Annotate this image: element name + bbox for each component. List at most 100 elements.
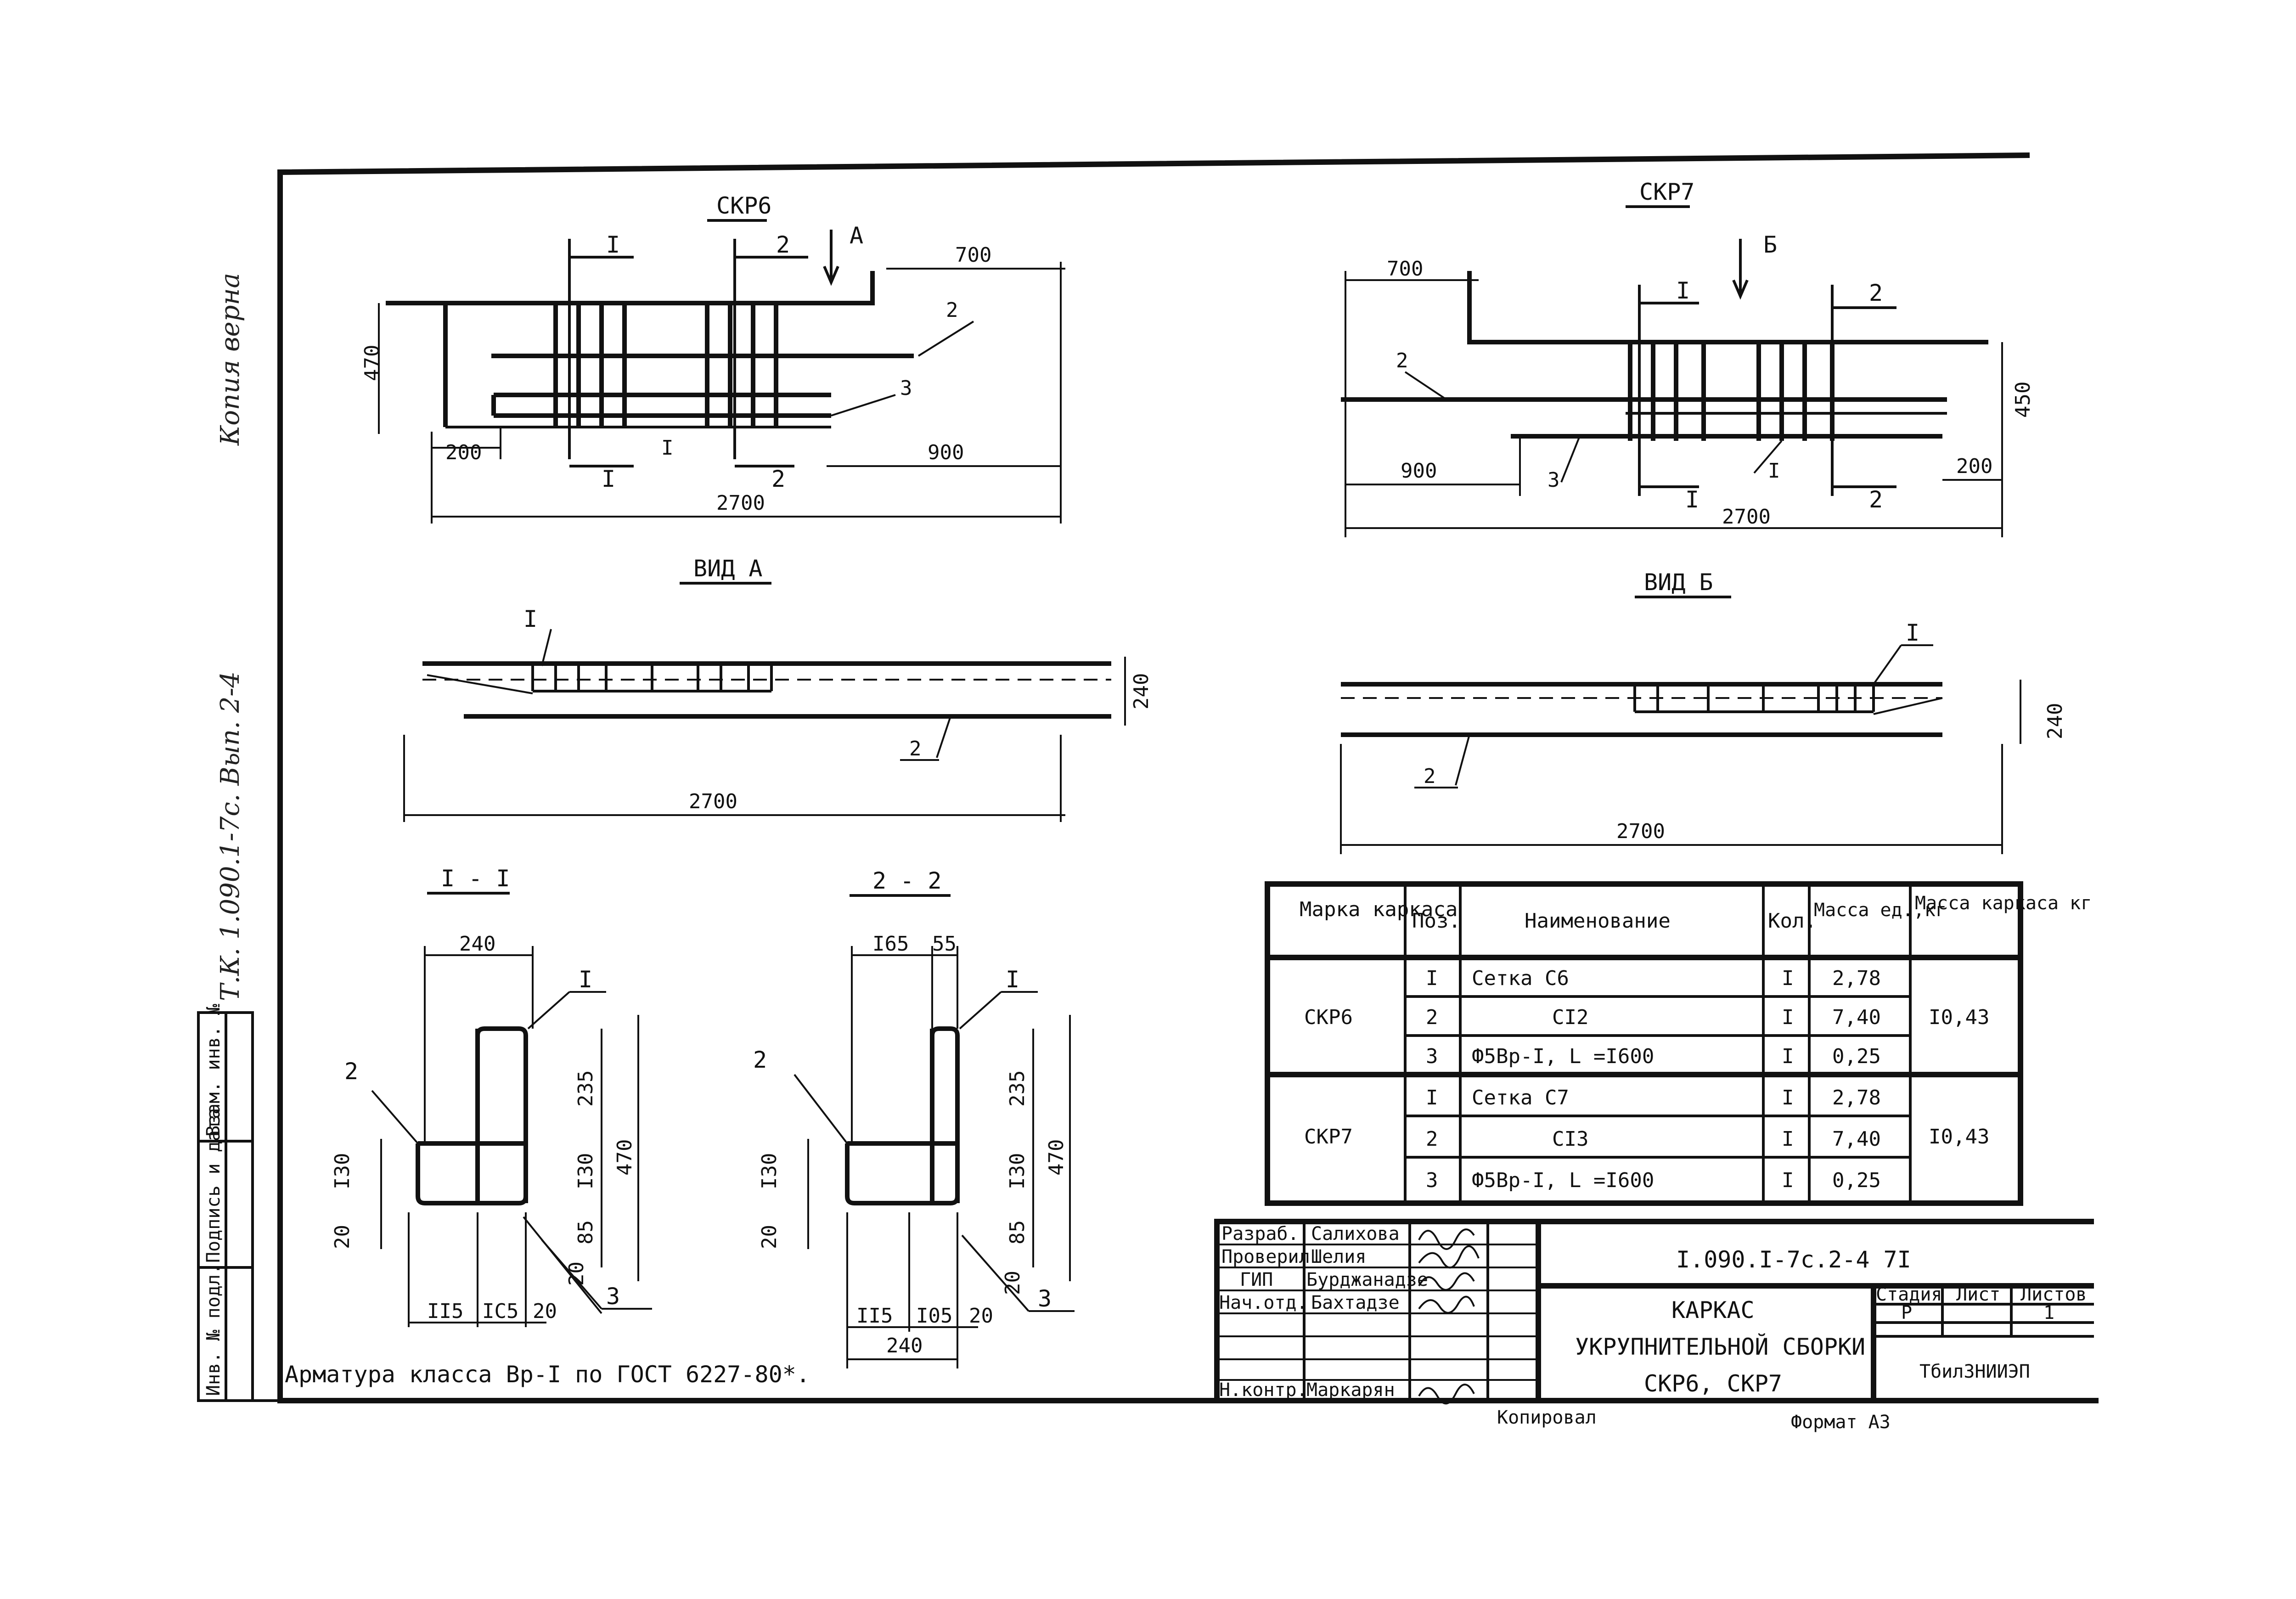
tb-stage-header: Стадия [1876,1284,1942,1305]
spec-group-1-mark: СКР6 [1304,1006,1353,1029]
skr6-elevation: СКР6 I I 2 2 A 700 [360,192,1065,524]
section-2-dim-85: 85 [1006,1220,1029,1244]
spec-g2-r3-mass: 0,25 [1832,1169,1881,1192]
spec-header-name: Наименование [1525,909,1671,933]
skr7-dim-200: 200 [1956,455,1992,478]
section-2-dim-20-right: 20 [969,1304,993,1328]
section-2-dim-105: I05 [916,1304,952,1328]
spec-g1-r1-qty: I [1782,967,1794,990]
signature-marks [1418,1228,1480,1405]
spec-g2-r1-mass: 2,78 [1832,1086,1881,1109]
stamp-signature-date: Подпись и дата [203,1108,224,1263]
skr7-dim-700: 700 [1387,257,1423,281]
skr7-pos-2: 2 [1396,349,1408,372]
spec-g1-r3-qty: I [1782,1045,1794,1068]
spec-header-pos: Поз. [1412,909,1461,933]
view-b-title: ВИД Б [1644,569,1713,596]
section-2-dim-130-left: I30 [758,1153,781,1189]
tb-name-2: Шелия [1311,1246,1366,1267]
margin-series-note: Т.К. 1.090.1-7с. Вып. 2-4 [215,671,245,1001]
margin-stamp: Взам. инв. № Подпись и дата Инв. № подл. [197,1004,254,1402]
spec-header-total-mass: Масса каркаса кг [1915,893,2092,914]
spec-group-2-total: I0,43 [1929,1125,1989,1149]
skr6-pos-1: I [661,436,674,460]
tb-name-1: Салихова [1311,1223,1400,1244]
section-2-dim-235: 235 [1006,1070,1029,1107]
tb-doc-code: I.090.I-7c.2-4 7I [1676,1246,1911,1273]
skr7-pos-3: 3 [1548,468,1560,492]
view-a-pos-1: I [523,606,537,632]
spec-group-2-mark: СКР7 [1304,1125,1353,1149]
skr7-dim-450: 450 [2011,382,2035,418]
tb-title-3: СКР6, СКР7 [1644,1370,1782,1397]
skr6-dim-470: 470 [360,345,384,381]
tb-name-5: Маркарян [1306,1379,1395,1401]
section-1-pos-2: 2 [344,1058,358,1085]
left-margin: Копия верна Т.К. 1.090.1-7с. Вып. 2-4 Вз… [197,273,254,1402]
spec-g2-r1-pos: I [1426,1086,1438,1109]
view-a-dim-2700: 2700 [689,790,737,813]
tb-format: Формат А3 [1791,1412,1891,1433]
spec-g1-r2-pos: 2 [1426,1006,1438,1029]
spec-g2-r3-qty: I [1782,1169,1794,1192]
tb-copied: Копировал [1497,1407,1597,1428]
section-2-pos-3: 3 [1038,1285,1052,1312]
section-1-dim-115: II5 [427,1300,463,1323]
tb-sheet-header: Лист [1956,1284,2000,1305]
tb-name-4: Бахтадзе [1311,1292,1400,1313]
spec-g2-r1-qty: I [1782,1086,1794,1109]
spec-header-unit-mass: Масса ед.,кг [1814,900,1947,921]
skr7-dim-900: 900 [1401,459,1437,483]
margin-copy-note: Копия верна [215,273,245,446]
title-block: Разраб. Салихова Проверил Шелия ГИП Бурд… [1214,1219,2094,1433]
spec-header-qty: Кол. [1768,909,1817,933]
tb-role-3: ГИП [1240,1269,1273,1290]
spec-g2-r1-name: Сетка С7 [1472,1086,1569,1109]
tb-role-2: Проверил [1221,1246,1310,1267]
section-1-dim-130: I30 [574,1153,597,1189]
section-2-pos-2: 2 [753,1047,767,1073]
section-2-dim-115: II5 [856,1304,893,1328]
tb-organization: ТбилЗНИИЭП [1919,1361,2030,1382]
tb-sheet-value: 1 [2043,1302,2054,1323]
section-2-pos-1: I [1006,966,1019,993]
spec-g1-r1-pos: I [1426,967,1438,990]
view-b-dim-2700: 2700 [1616,820,1665,843]
skr7-pos-1: I [1768,459,1780,483]
section-1-dim-470: 470 [613,1139,636,1176]
spec-g2-r2-name: CI3 [1552,1127,1588,1151]
section-1-pos-1: I [579,966,592,993]
section-1-dim-85: 85 [574,1220,597,1244]
skr6-cut1-bottom: I [602,466,615,492]
tb-role-4: Нач.отд. [1219,1292,1308,1313]
spec-g2-r2-qty: I [1782,1127,1794,1151]
tb-title-2: УКРУПНИТЕЛЬНОЙ СБОРКИ [1575,1333,1865,1360]
spec-g2-r3-name: Ф5Вр-I, L =I600 [1472,1169,1654,1192]
view-a-title: ВИД А [693,555,763,582]
section-1-dim-130-left: I30 [331,1153,354,1189]
spec-g1-r3-mass: 0,25 [1832,1045,1881,1068]
view-b-pos-1: I [1906,619,1919,646]
skr7-cut2-bottom: 2 [1869,486,1883,513]
spec-g1-r1-mass: 2,78 [1832,967,1881,990]
spec-g1-r1-name: Сетка С6 [1472,967,1569,990]
section-1-dim-240: 240 [459,932,495,956]
spec-header-mark: Марка каркаса [1300,898,1458,921]
section-1-dim-20-bottom: 20 [565,1261,588,1286]
view-a-dim-240: 240 [1130,673,1153,709]
spec-g2-r2-pos: 2 [1426,1127,1438,1151]
skr6-dim-700: 700 [955,243,991,267]
view-b: ВИД Б I 2 240 2700 [1340,569,2067,854]
skr6-title: СКР6 [716,192,771,219]
skr7-dim-2700: 2700 [1722,505,1771,529]
spec-g1-r2-name: CI2 [1552,1006,1588,1029]
skr7-cut1-top: I [1676,277,1690,304]
section-1-dim-20-right: 20 [533,1300,557,1323]
view-b-dim-240: 240 [2043,703,2067,739]
skr6-dim-900: 900 [928,441,964,464]
section-2-2: 2 - 2 I65 55 235 I30 85 470 I30 20 20 II… [753,867,1075,1368]
skr6-cut2-top: 2 [776,231,790,258]
spec-g2-r2-mass: 7,40 [1832,1127,1881,1151]
spec-group-1-total: I0,43 [1929,1006,1989,1029]
view-a: ВИД А I 2 240 2700 [403,555,1153,822]
